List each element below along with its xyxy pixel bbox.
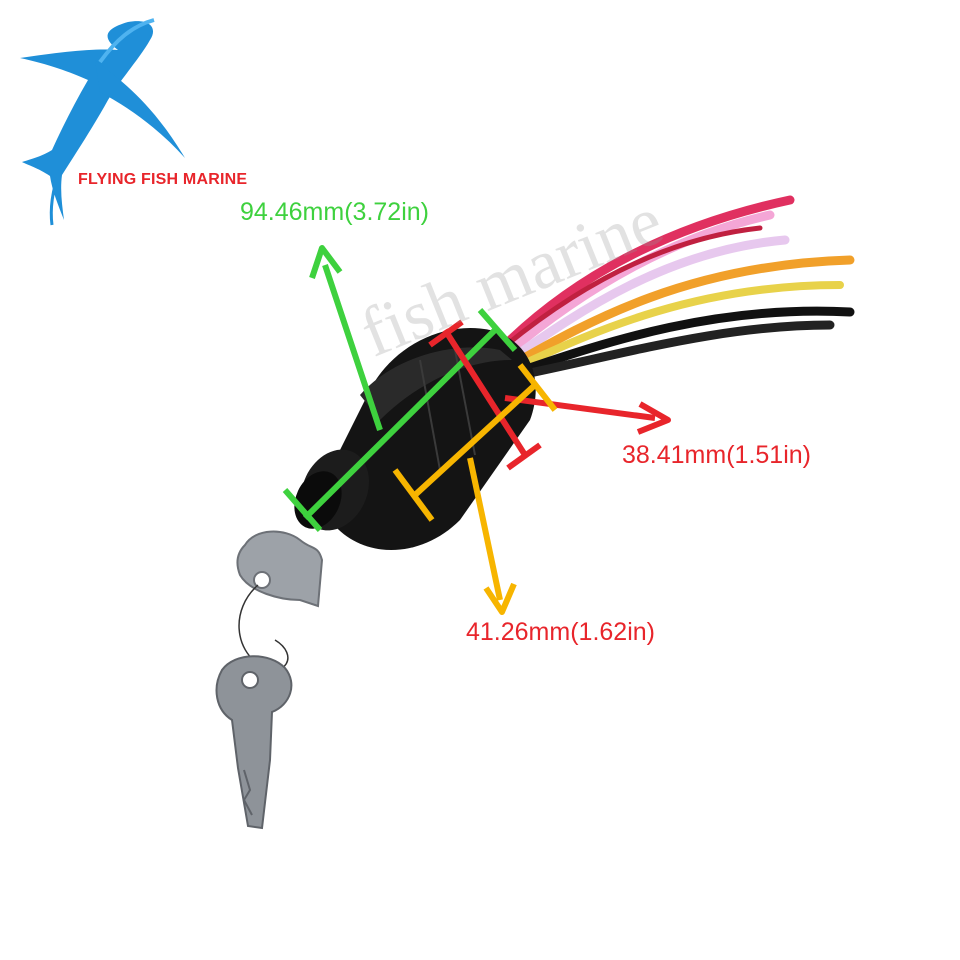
- width-dimension-label: 38.41mm(1.51in): [622, 441, 811, 469]
- width-dimension-marker: [428, 319, 671, 471]
- keys: [215, 530, 324, 830]
- brand-name: FLYING FISH MARINE: [78, 171, 248, 188]
- length-dimension-label: 94.46mm(3.72in): [240, 198, 429, 226]
- flying-fish-logo-icon: [20, 18, 185, 226]
- depth-dimension-marker: [392, 363, 558, 615]
- depth-dimension-label: 41.26mm(1.62in): [466, 618, 655, 646]
- wire-harness: [495, 195, 855, 380]
